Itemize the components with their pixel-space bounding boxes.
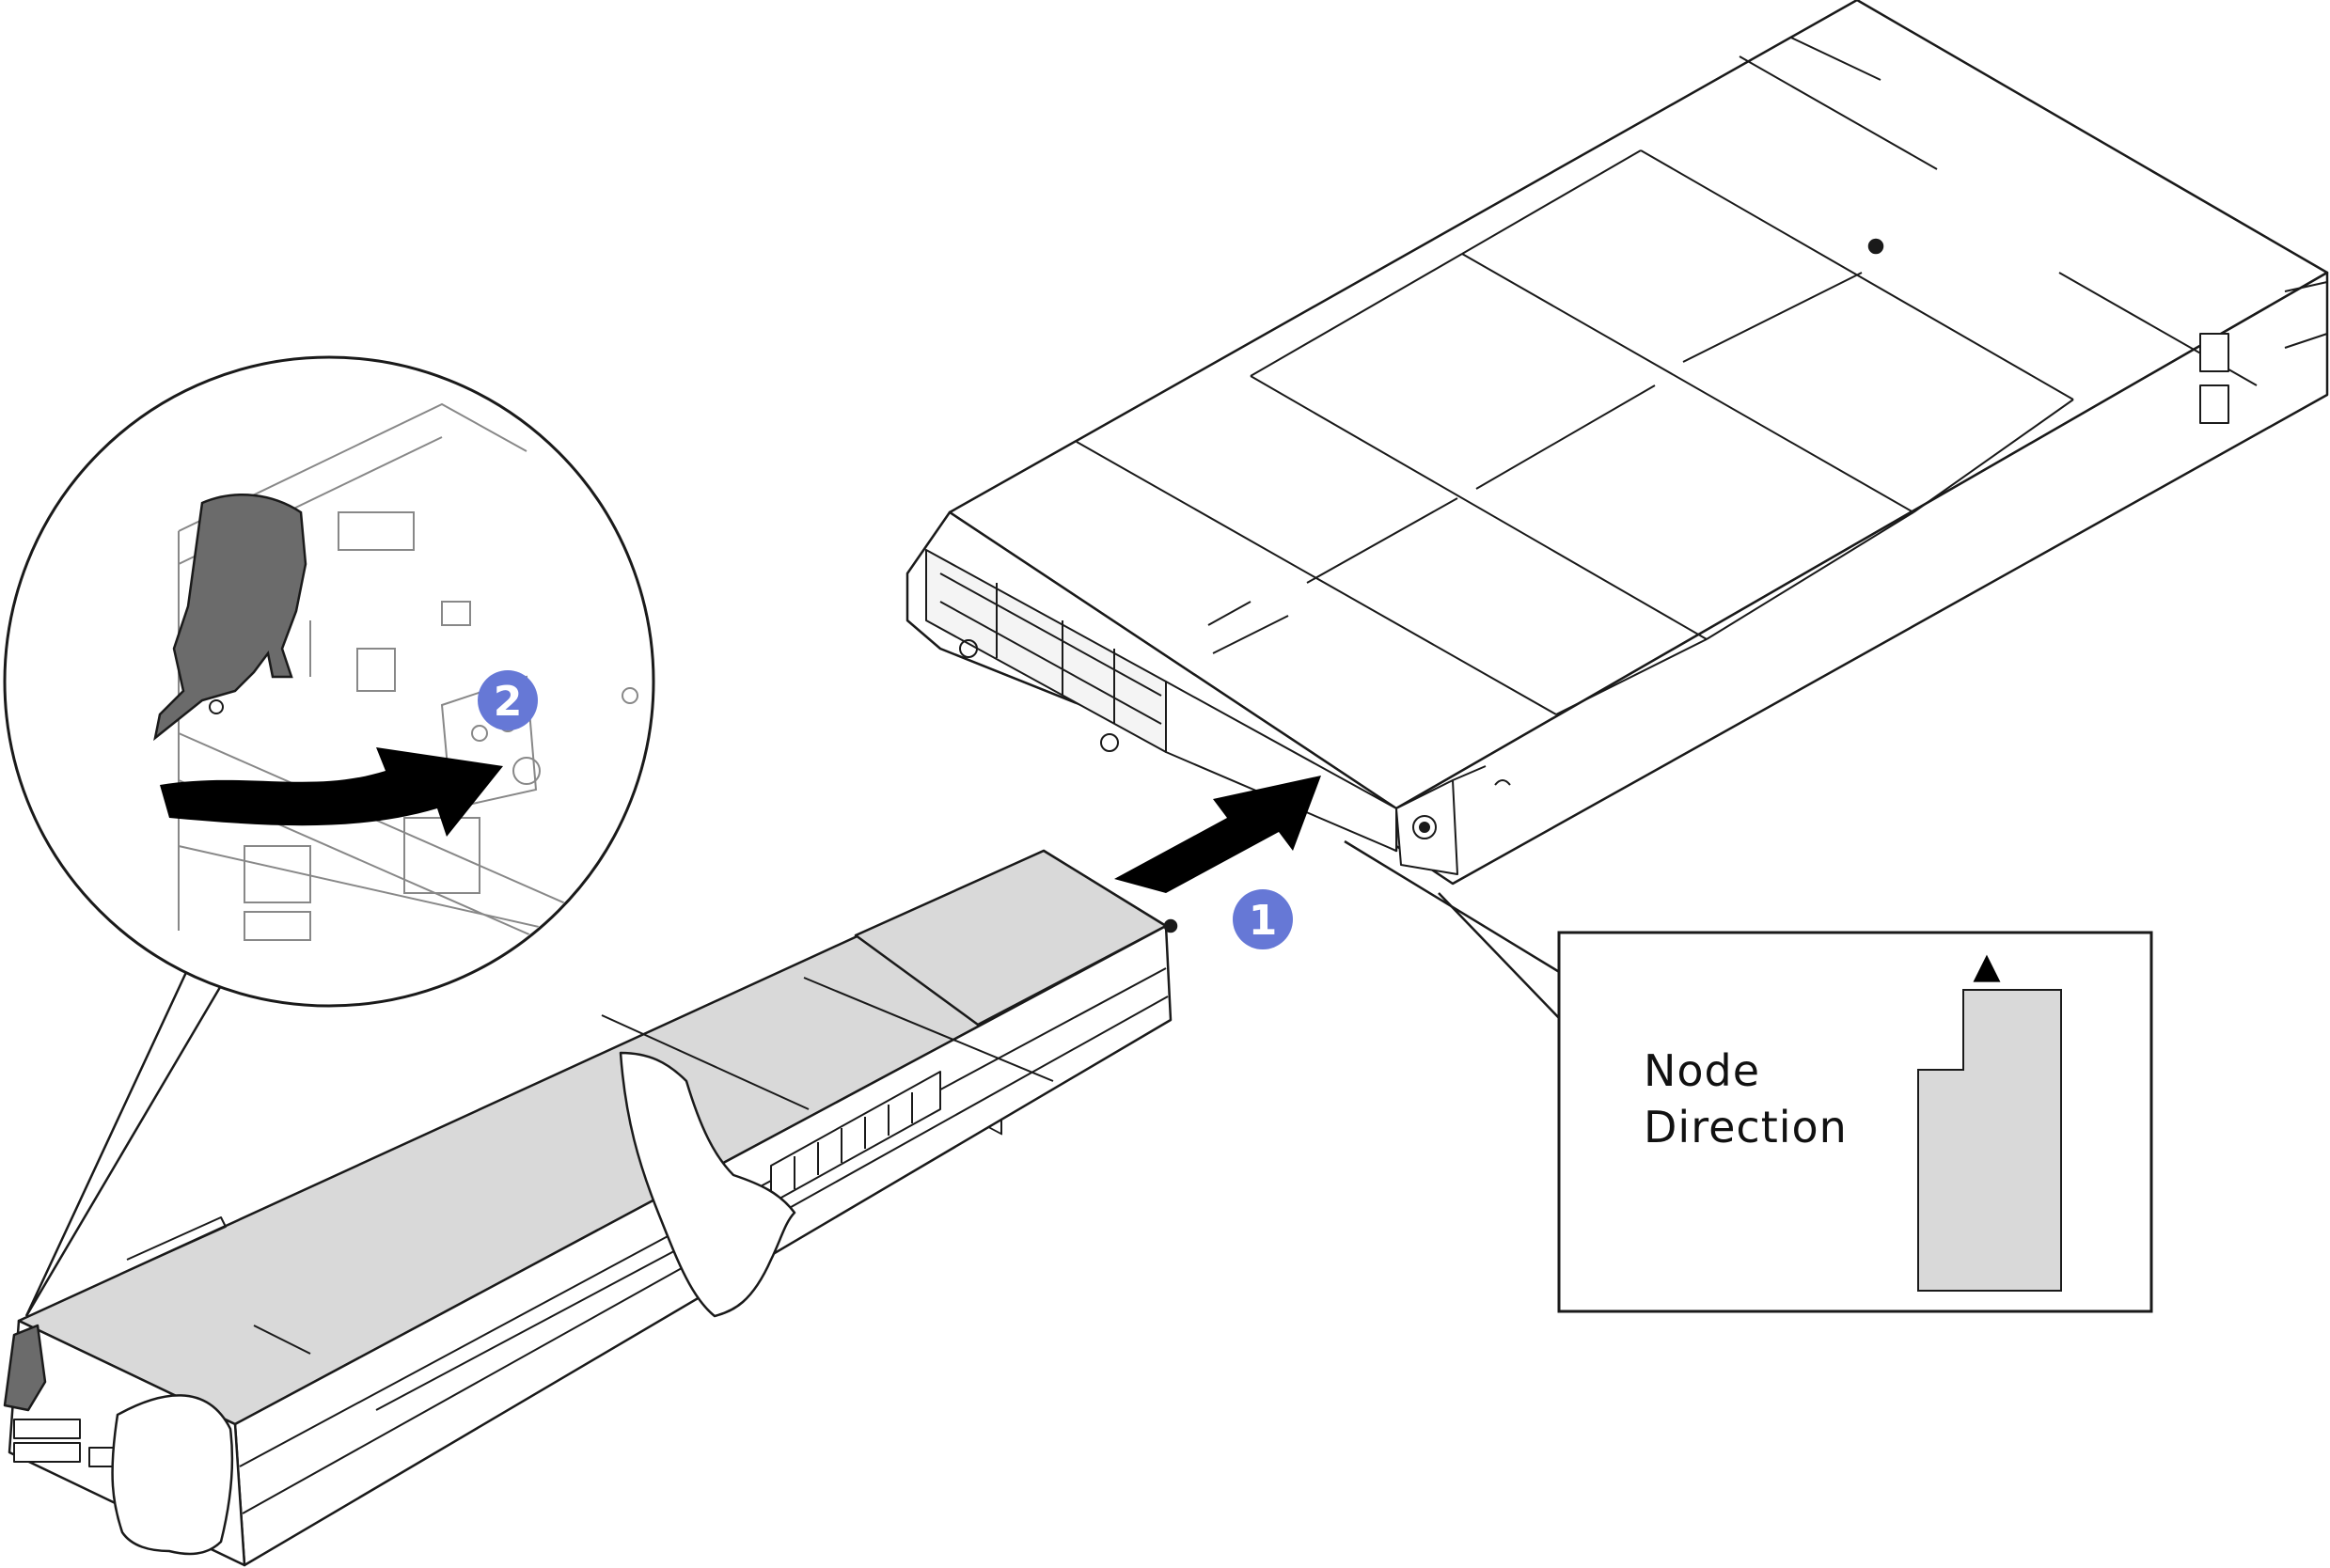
magnifier-pointer-right — [24, 977, 228, 1317]
callout-line2: Direction — [1644, 1102, 1848, 1152]
left-glove — [111, 1394, 234, 1556]
step-2-circle — [478, 670, 538, 730]
node-rear-screw — [1163, 918, 1178, 933]
right-glove — [619, 1051, 796, 1318]
magnifier-pointer-left — [24, 967, 190, 1317]
enclosure-top-screw — [1867, 238, 1884, 255]
step-2-label: 2 — [494, 678, 523, 726]
detail-release-lever — [153, 494, 307, 742]
step-1-label: 1 — [1249, 897, 1278, 945]
step-1-badge: 1 — [1233, 889, 1293, 949]
direction-arrow-icon: ▲ — [1973, 945, 2001, 986]
enclosure-empty-bay — [1165, 681, 1397, 852]
callout-pointer-bottom — [1438, 892, 1562, 1021]
enclosure-bracket — [1395, 765, 1511, 875]
detail-magnifier — [3, 355, 655, 1317]
insert-arrow — [1114, 776, 1321, 893]
step-2-badge: 2 — [478, 670, 538, 730]
enclosure-panel-lines — [1076, 37, 2258, 715]
node-direction-shape — [1917, 989, 2062, 1292]
gloved-hands — [111, 1051, 796, 1556]
magnifier-circle — [3, 355, 655, 1008]
node-release-handle — [3, 1324, 47, 1412]
rotate-arrow — [160, 747, 503, 837]
node-direction-callout: Node Direction ▲ — [1344, 839, 2153, 1313]
callout-line1: Node — [1644, 1045, 1760, 1096]
enclosure-side-handles — [2199, 281, 2328, 424]
step-1-circle — [1233, 889, 1293, 949]
node-top-seams — [126, 977, 1054, 1355]
